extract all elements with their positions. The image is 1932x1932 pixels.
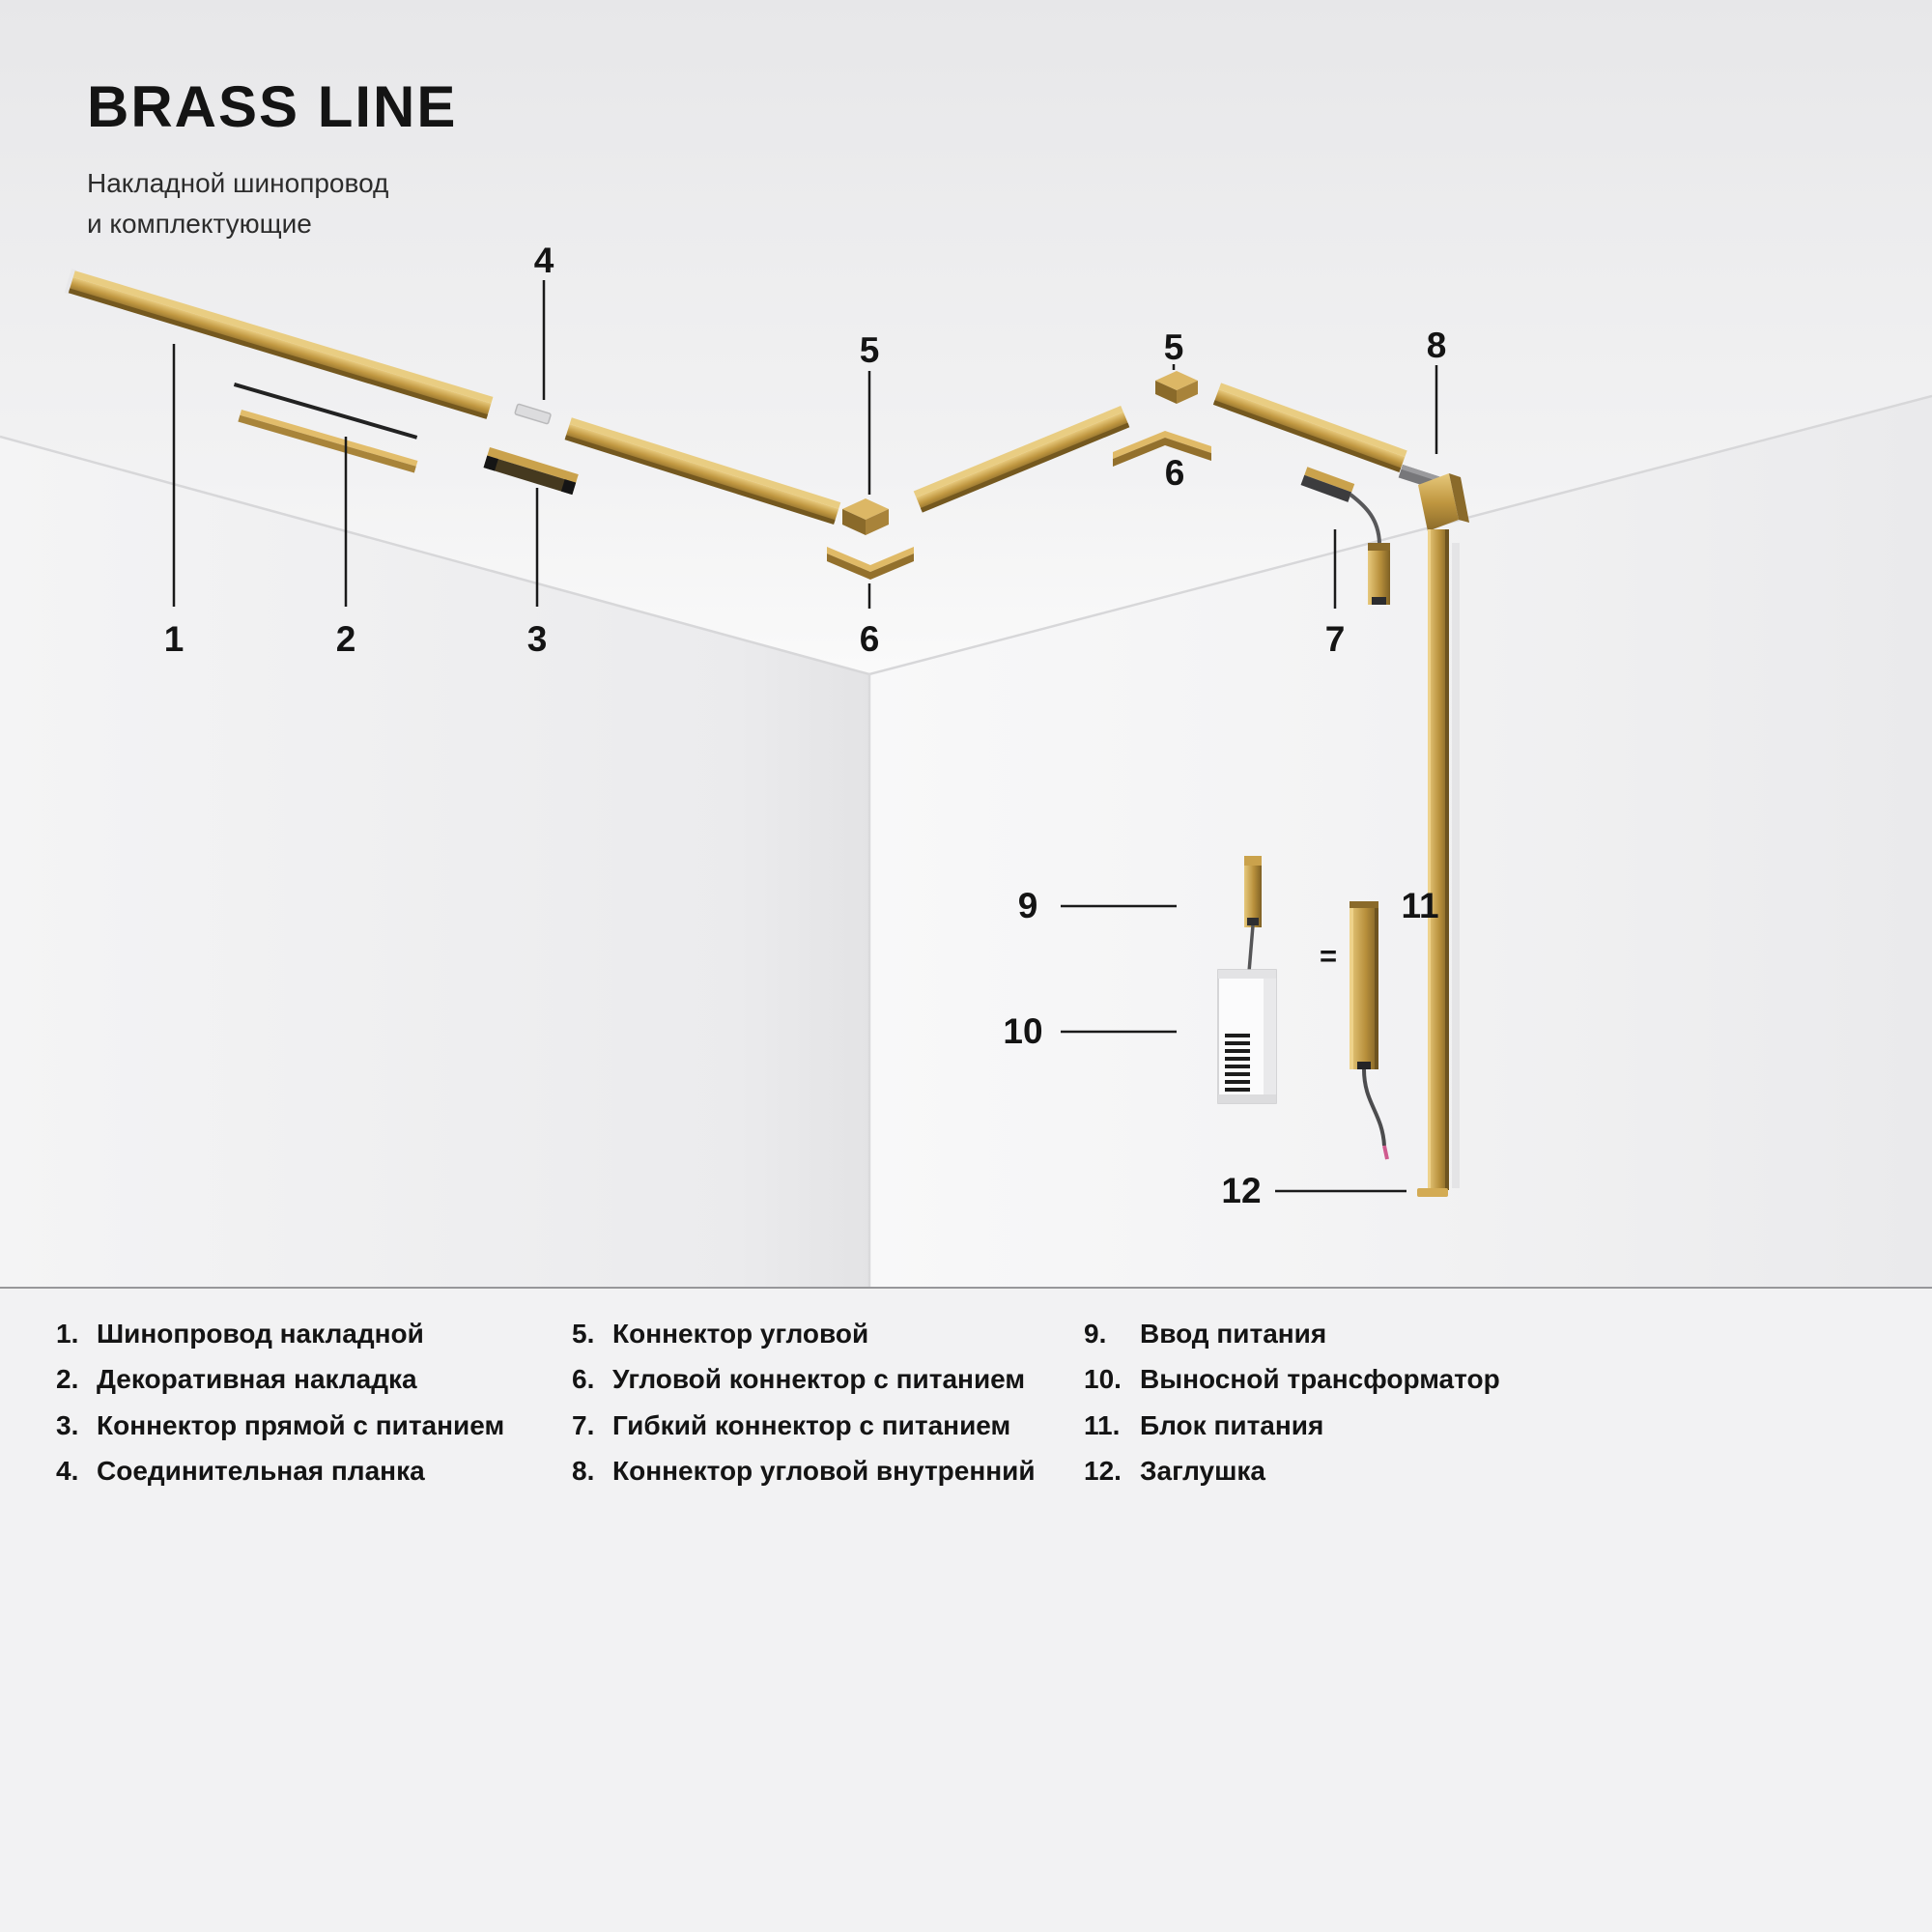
legend-item-label: Блок питания bbox=[1140, 1409, 1324, 1440]
callout-1: 1 bbox=[163, 619, 185, 659]
callout-4: 4 bbox=[533, 241, 554, 280]
legend-item: 4. Соединительная планка bbox=[56, 1449, 504, 1495]
legend-item-label: Угловой коннектор с питанием bbox=[612, 1364, 1026, 1395]
callout-5-center: 5 bbox=[859, 330, 880, 370]
corner-feed-connector-right bbox=[1113, 431, 1211, 467]
legend-item-label: Коннектор угловой внутренний bbox=[612, 1456, 1036, 1487]
corner-feed-connector-center bbox=[827, 547, 914, 580]
leader-lines bbox=[172, 280, 1438, 1193]
decorative-cover-groove bbox=[233, 383, 418, 440]
page-title: BRASS LINE bbox=[87, 74, 458, 139]
power-supply-block bbox=[1350, 901, 1389, 1160]
callout-7: 7 bbox=[1324, 619, 1346, 659]
corner-connector-right bbox=[1155, 371, 1198, 404]
callout-3: 3 bbox=[526, 619, 548, 659]
straight-feed-connector bbox=[483, 447, 579, 496]
legend-column-3: 9. Ввод питания 10. Выносной трансформат… bbox=[1084, 1311, 1500, 1494]
callout-12: 12 bbox=[1221, 1171, 1262, 1210]
legend-item: 9. Ввод питания bbox=[1084, 1311, 1500, 1357]
legend-item-number: 3. bbox=[56, 1409, 79, 1440]
legend-item: 3. Коннектор прямой с питанием bbox=[56, 1403, 504, 1449]
legend-item: 10. Выносной трансформатор bbox=[1084, 1357, 1500, 1404]
legend-item-label: Ввод питания bbox=[1140, 1318, 1327, 1349]
legend-item: 11. Блок питания bbox=[1084, 1403, 1500, 1449]
legend-item-number: 9. bbox=[1084, 1318, 1107, 1349]
page-subtitle-line-1: Накладной шинопровод bbox=[87, 168, 389, 198]
legend-item-number: 12. bbox=[1084, 1456, 1122, 1487]
decorative-cover bbox=[238, 410, 418, 473]
callout-2: 2 bbox=[335, 619, 356, 659]
legend-item-number: 7. bbox=[572, 1409, 595, 1440]
legend-item: 12. Заглушка bbox=[1084, 1449, 1500, 1495]
track-surface-4 bbox=[1212, 383, 1407, 473]
callout-9: 9 bbox=[1017, 886, 1038, 925]
legend-column-2: 5. Коннектор угловой 6. Угловой коннекто… bbox=[572, 1311, 1036, 1494]
left-wall-plane bbox=[0, 437, 869, 1287]
legend-item: 5. Коннектор угловой bbox=[572, 1311, 1036, 1357]
page-subtitle-line-2: и комплектующие bbox=[87, 209, 312, 239]
right-wall-plane bbox=[869, 396, 1932, 1287]
track-surface-vertical bbox=[1428, 529, 1460, 1190]
legend-item-label: Шинопровод накладной bbox=[97, 1318, 424, 1349]
legend-item: 8. Коннектор угловой внутренний bbox=[572, 1449, 1036, 1495]
legend-item: 7. Гибкий коннектор с питанием bbox=[572, 1403, 1036, 1449]
legend-item-number: 4. bbox=[56, 1456, 79, 1487]
legend-item-number: 5. bbox=[572, 1318, 595, 1349]
callout-5-right: 5 bbox=[1163, 327, 1184, 367]
legend-item-label: Выносной трансформатор bbox=[1140, 1364, 1500, 1395]
callout-6-right: 6 bbox=[1164, 453, 1185, 493]
page-subtitle: Накладной шинопровод и комплектующие bbox=[87, 163, 457, 244]
power-input bbox=[1244, 856, 1262, 973]
track-surface-1 bbox=[64, 269, 494, 419]
external-transformer bbox=[1217, 969, 1277, 1104]
legend: 1. Шинопровод накладной 2. Декоративная … bbox=[0, 1287, 1932, 1932]
legend-item: 6. Угловой коннектор с питанием bbox=[572, 1357, 1036, 1404]
legend-item-number: 10. bbox=[1084, 1364, 1122, 1395]
legend-item-label: Соединительная планка bbox=[97, 1456, 425, 1487]
inner-corner-connector bbox=[1398, 465, 1469, 531]
legend-item: 2. Декоративная накладка bbox=[56, 1357, 504, 1404]
legend-item-label: Декоративная накладка bbox=[97, 1364, 417, 1395]
flexible-feed-connector bbox=[1300, 467, 1390, 605]
header: BRASS LINE Накладной шинопровод и компле… bbox=[87, 73, 457, 244]
corner-connector-center bbox=[842, 498, 889, 535]
legend-item-number: 6. bbox=[572, 1364, 595, 1395]
end-cap bbox=[1417, 1188, 1448, 1197]
legend-item-number: 1. bbox=[56, 1318, 79, 1349]
callout-6-center: 6 bbox=[859, 619, 880, 659]
legend-background bbox=[0, 1287, 1932, 1932]
legend-item-label: Заглушка bbox=[1140, 1456, 1265, 1487]
callout-8: 8 bbox=[1426, 326, 1447, 365]
equals-sign: = bbox=[1319, 939, 1338, 973]
callout-11: 11 bbox=[1401, 886, 1439, 925]
callout-10: 10 bbox=[1003, 1011, 1043, 1051]
legend-column-1: 1. Шинопровод накладной 2. Декоративная … bbox=[56, 1311, 504, 1494]
legend-item-number: 8. bbox=[572, 1456, 595, 1487]
legend-item-number: 2. bbox=[56, 1364, 79, 1395]
track-surface-3 bbox=[913, 406, 1130, 513]
legend-item-label: Гибкий коннектор с питанием bbox=[612, 1409, 1011, 1440]
legend-item-label: Коннектор прямой с питанием bbox=[97, 1409, 505, 1440]
track-surface-2 bbox=[564, 417, 841, 525]
legend-item-label: Коннектор угловой bbox=[612, 1318, 869, 1349]
legend-item-number: 11. bbox=[1084, 1409, 1121, 1440]
legend-item: 1. Шинопровод накладной bbox=[56, 1311, 504, 1357]
joining-plate bbox=[514, 403, 552, 425]
